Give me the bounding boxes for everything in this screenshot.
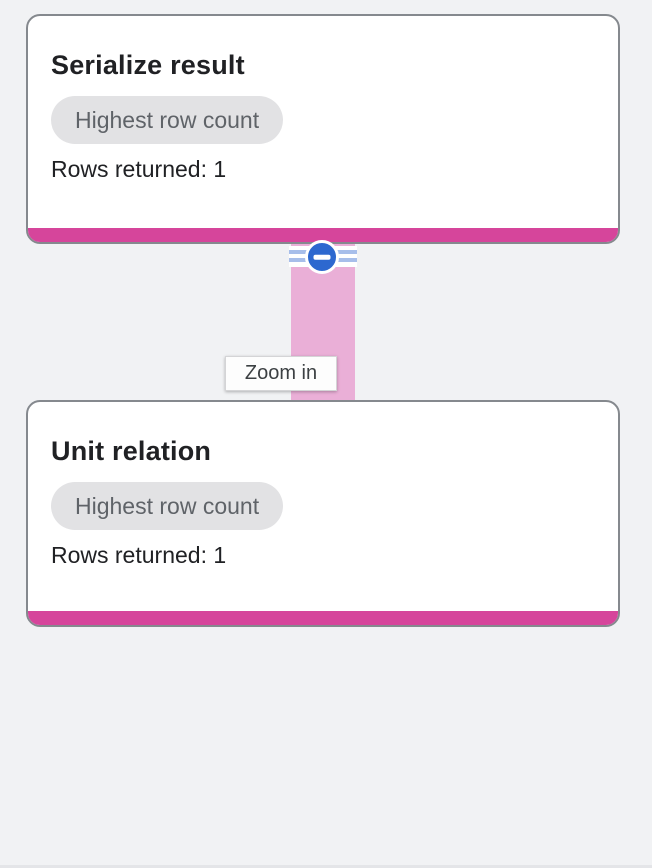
- node-card-serialize-result[interactable]: Serialize result Highest row count Rows …: [26, 14, 620, 244]
- node-body: Unit relation Highest row count Rows ret…: [28, 402, 618, 569]
- node-accent-bar: [28, 228, 618, 242]
- highest-row-count-badge: Highest row count: [51, 482, 284, 530]
- tooltip-zoom-in: Zoom in: [225, 356, 337, 391]
- minus-icon: [313, 254, 331, 260]
- node-title: Unit relation: [51, 436, 212, 466]
- rows-returned-label: Rows returned: 1: [51, 542, 227, 568]
- node-card-unit-relation[interactable]: Unit relation Highest row count Rows ret…: [26, 400, 620, 627]
- node-title: Serialize result: [51, 50, 245, 80]
- node-accent-bar: [28, 611, 618, 625]
- tooltip-label: Zoom in: [244, 362, 318, 384]
- pane-bottom-edge: [0, 865, 652, 868]
- node-body: Serialize result Highest row count Rows …: [28, 16, 618, 183]
- highest-row-count-badge: Highest row count: [51, 96, 284, 144]
- rows-returned-label: Rows returned: 1: [51, 156, 227, 182]
- collapse-edge-button[interactable]: [305, 240, 339, 274]
